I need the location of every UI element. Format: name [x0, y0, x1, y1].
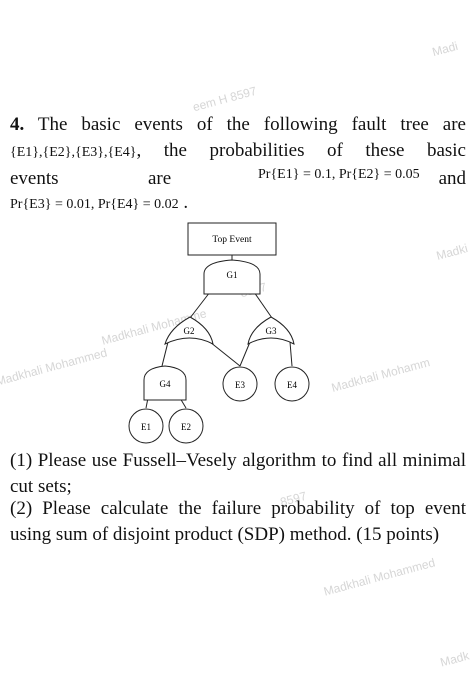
gate-g1-label: G1 — [227, 270, 238, 280]
watermark: Madkhali Mohammed — [322, 555, 437, 599]
connector-line — [253, 291, 273, 319]
prob-e3-e4: Pr{E3} = 0.01, Pr{E4} = 0.02 — [10, 197, 179, 212]
basic-event-e1 — [128, 408, 164, 444]
prob-e1-e2: Pr{E1} = 0.1, Pr{E2} = 0.05 — [258, 167, 420, 182]
and-gate-g1 — [203, 259, 261, 295]
basic-event-e3 — [222, 366, 258, 402]
word-events: events — [10, 168, 59, 189]
question-line-1: 4. The basic events of the following fau… — [10, 112, 466, 138]
event-e3-label: E3 — [235, 380, 245, 390]
watermark: Madk — [438, 648, 471, 670]
top-event-box — [187, 222, 277, 256]
connector-line — [161, 341, 169, 367]
and-gate-g4 — [143, 365, 187, 401]
event-e2-label: E2 — [181, 422, 191, 432]
connector-line — [209, 341, 241, 367]
question-line-2-text: , the probabilities of these basic — [136, 140, 466, 161]
events-set: {E1},{E2},{E3},{E4} — [10, 145, 137, 160]
gate-g2-label: G2 — [184, 326, 195, 336]
word-are: are — [148, 168, 172, 189]
connector-line — [289, 341, 293, 367]
fault-tree-diagram: Top Event G1 G2 G3 G4 E3 E4 E1 E2 — [128, 222, 310, 444]
word-and: and — [438, 168, 466, 189]
top-event-label: Top Event — [212, 235, 252, 245]
task-2: (2) Please calculate the failure probabi… — [10, 498, 466, 545]
period: . — [183, 192, 189, 213]
question-line-2: {E1},{E2},{E3},{E4}, the probabilities o… — [10, 138, 466, 166]
basic-event-e2 — [168, 408, 204, 444]
gate-g3-label: G3 — [266, 326, 277, 336]
connector-line — [239, 341, 251, 367]
event-e4-label: E4 — [287, 380, 297, 390]
connector-line — [189, 291, 211, 319]
question-line-4: Pr{E3} = 0.01, Pr{E4} = 0.02 . — [10, 190, 466, 218]
gate-g4-label: G4 — [160, 379, 171, 389]
question-intro: The basic events of the following fault … — [37, 114, 466, 135]
question-line-3: events are Pr{E1} = 0.1, Pr{E2} = 0.05 a… — [10, 166, 466, 192]
basic-event-e4 — [274, 366, 310, 402]
watermark: Madi — [430, 38, 460, 60]
event-e1-label: E1 — [141, 422, 151, 432]
watermark: eem H 8597 — [191, 83, 259, 115]
or-gate-g3 — [247, 316, 295, 345]
or-gate-g2 — [164, 316, 214, 345]
question-number: 4. — [10, 114, 25, 135]
task-1: (1) Please use Fussell–Vesely algorithm … — [10, 450, 466, 497]
